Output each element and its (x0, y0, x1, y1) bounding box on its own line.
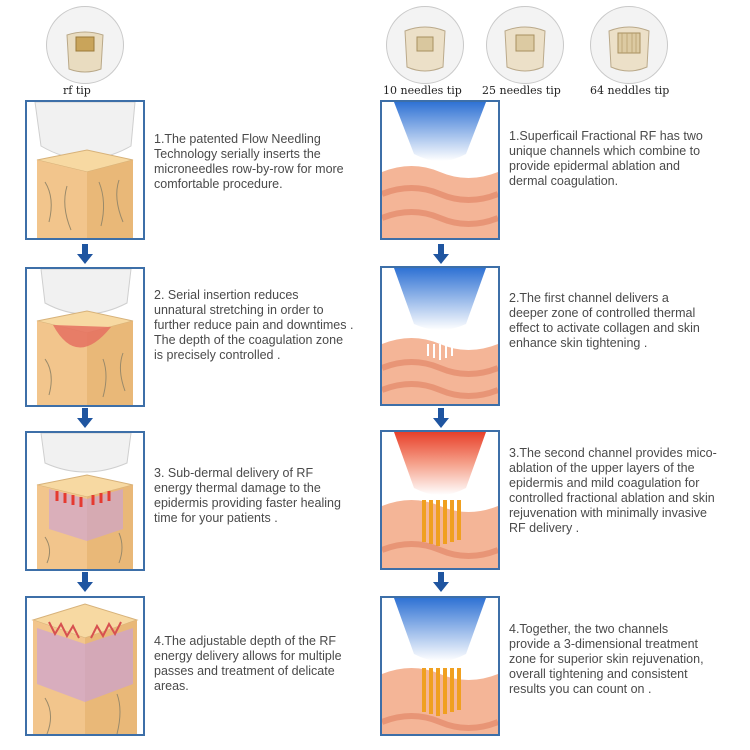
down-arrow-icon (433, 408, 449, 428)
10-needles-tip-label: 10 needles tip (383, 84, 462, 97)
left-step-4-text: 4.The adjustable depth of the RF energy … (154, 634, 342, 693)
right-step-4-image (380, 596, 500, 736)
rf-tip-image (46, 6, 124, 84)
left-step-2-image (25, 267, 145, 407)
down-arrow-icon (77, 244, 93, 264)
right-step-1-text: 1.Superficail Fractional RF has two uniq… (509, 129, 703, 188)
rf-tip-label: rf tip (63, 84, 91, 97)
left-step-2-text: 2. Serial insertion reduces unnatural st… (154, 288, 354, 362)
right-step-4-text: 4.Together, the two channels provide a 3… (509, 622, 704, 696)
left-step-3-text: 3. Sub-dermal delivery of RF energy ther… (154, 466, 341, 525)
right-step-2-text: 2.The first channel delivers a deeper zo… (509, 291, 700, 350)
left-step-4-image (25, 596, 145, 736)
64-needles-tip-label: 64 neddles tip (590, 84, 670, 97)
25-needles-tip-image (486, 6, 564, 84)
left-step-3-image (25, 431, 145, 571)
down-arrow-icon (77, 408, 93, 428)
left-step-1-image (25, 100, 145, 240)
right-step-3-text: 3.The second channel provides mico-ablat… (509, 446, 717, 535)
25-needles-tip-label: 25 needles tip (482, 84, 561, 97)
right-step-3-image (380, 430, 500, 570)
down-arrow-icon (433, 244, 449, 264)
right-step-2-image (380, 266, 500, 406)
64-needles-tip-image (590, 6, 668, 84)
right-step-1-image (380, 100, 500, 240)
left-step-1-text: 1.The patented Flow Needling Technology … (154, 132, 344, 191)
down-arrow-icon (77, 572, 93, 592)
down-arrow-icon (433, 572, 449, 592)
10-needles-tip-image (386, 6, 464, 84)
